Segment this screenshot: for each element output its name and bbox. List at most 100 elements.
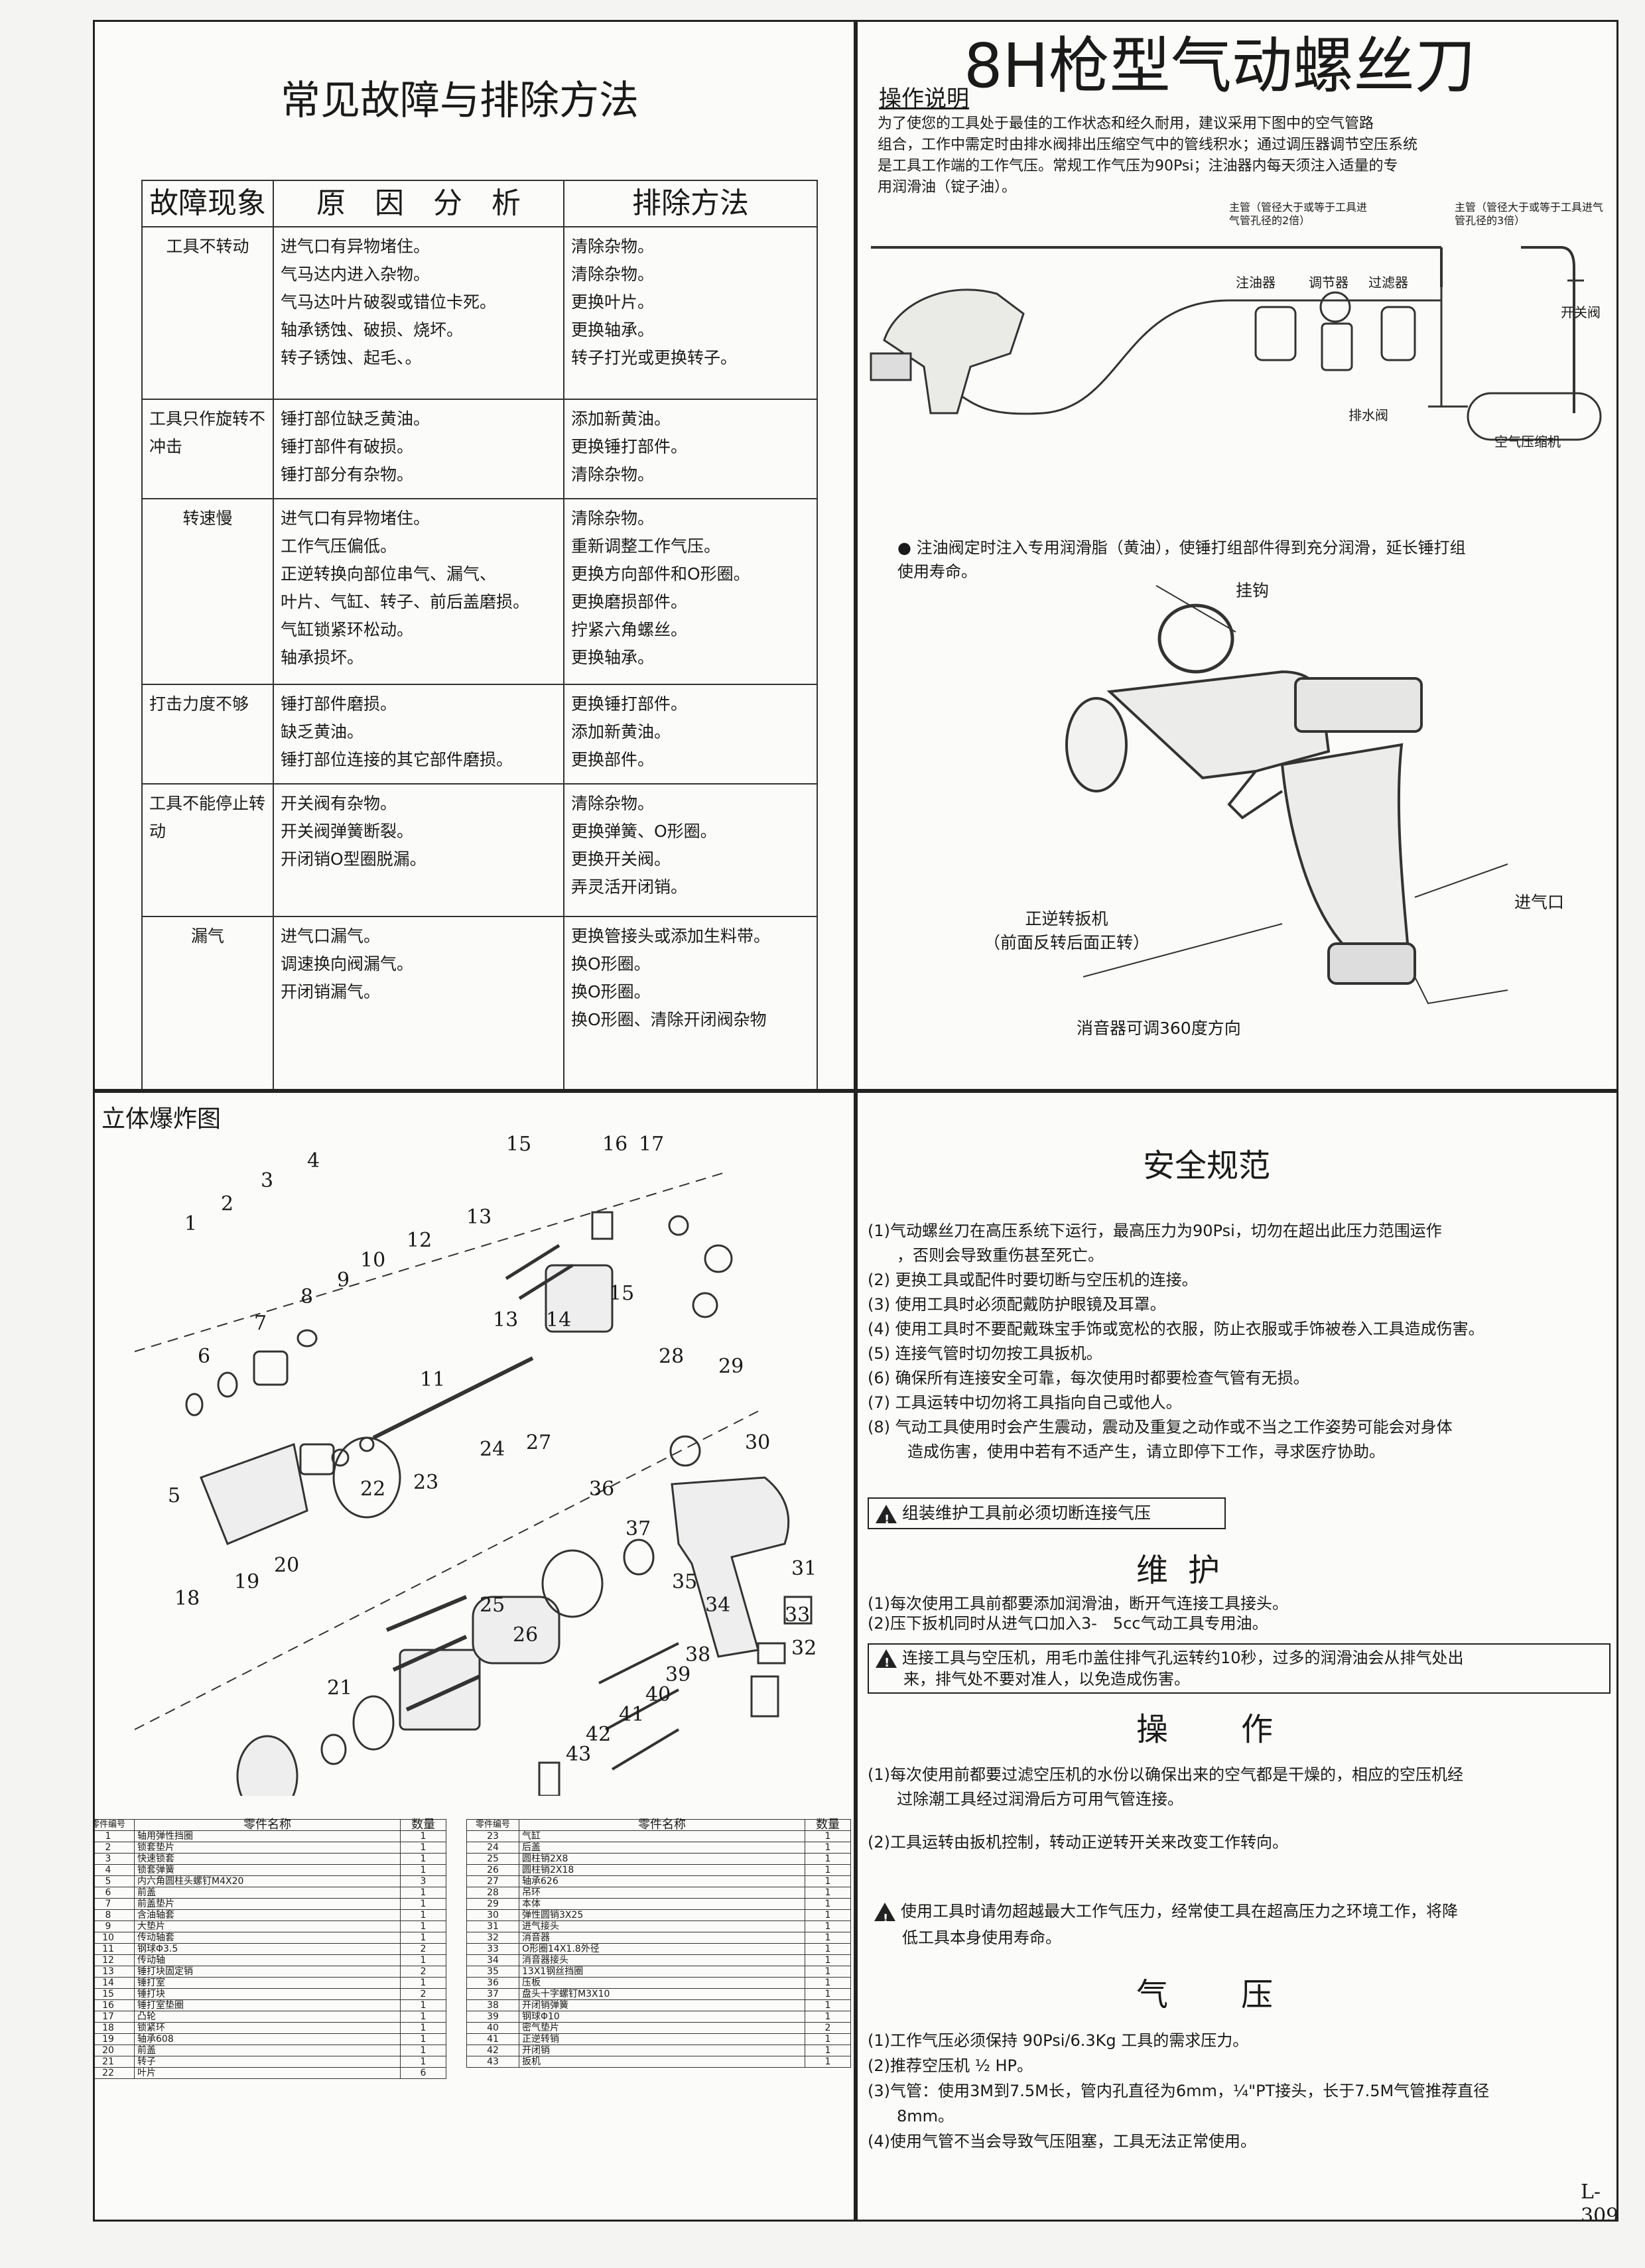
parts-header-name: 零件名称 [134, 1819, 401, 1831]
cause-line: 锤打部位缺乏黄油。 [281, 409, 430, 428]
parts-cell-qty: 1 [805, 1999, 851, 2011]
fix-line: 更换弹簧、O形圈。 [571, 822, 717, 841]
parts-cell-name: 圆柱销2X8 [519, 1853, 805, 1865]
cause-line: 气马达叶片破裂或错位卡死。 [281, 292, 497, 312]
part-number: 32 [791, 1637, 817, 1660]
pressure-item: (2)推荐空压机 ½ HP。 [868, 2056, 1033, 2075]
parts-cell-name: 前盖垫片 [134, 1898, 401, 1910]
fix-line: 换O形圈、清除开闭阀杂物 [571, 1010, 767, 1029]
label-main-pipe: 主管（管径大于或等于工具进气管孔径的2倍） [1229, 201, 1368, 227]
doc-code: L-309 [1581, 2180, 1618, 2222]
parts-cell-name: 叶片 [134, 2067, 401, 2079]
intro-line: 是工具工作端的工作气压。常规工作气压为90Psi；注油器内每天须注入适量的专 [878, 158, 1398, 174]
parts-cell-qty: 1 [400, 1864, 446, 1876]
parts-cell-qty: 1 [805, 2033, 851, 2045]
parts-cell-qty: 1 [805, 2011, 851, 2023]
parts-cell-name: 含油轴套 [134, 1909, 401, 1921]
cause-line: 叶片、气缸、转子、前后盖磨损。 [281, 592, 530, 611]
fix-line: 换O形圈。 [571, 982, 651, 1001]
label-regulator: 调节器 [1309, 275, 1349, 290]
part-number: 38 [685, 1643, 711, 1667]
safety-item: (4) 使用工具时不要配戴珠宝手饰或宽松的衣服，防止衣服或手饰被卷入工具造成伤害… [868, 1320, 1484, 1338]
part-number: 30 [745, 1431, 771, 1454]
label-drain-valve: 排水阀 [1349, 407, 1388, 423]
operate-title: 操作 [1136, 1711, 1347, 1748]
pressure-item: (3)气管：使用3M到7.5M长，管内孔直径为6mm，¼"PT接头，长于7.5M… [868, 2082, 1490, 2125]
fix-line: 更换开关阀。 [571, 850, 671, 869]
parts-cell-name: 凸轮 [134, 2011, 401, 2023]
parts-cell-qty: 1 [400, 1977, 446, 1989]
fix-line: 清除杂物。 [571, 265, 655, 284]
parts-cell-qty: 2 [805, 2022, 851, 2034]
part-number: 14 [546, 1308, 572, 1332]
part-number: 5 [168, 1484, 181, 1507]
cause-line: 气马达内进入杂物。 [281, 265, 430, 284]
explode-panel: 立体爆炸图 [93, 1091, 856, 2222]
part-number: 18 [174, 1587, 200, 1610]
parts-cell-qty: 1 [805, 1954, 851, 1966]
parts-cell-qty: 1 [805, 1966, 851, 1978]
parts-cell-name: 快速锁套 [134, 1853, 401, 1865]
fault-header-fix: 排除方法 [563, 180, 818, 227]
fix-line: 更换方向部件和O形圈。 [571, 564, 750, 584]
warning-icon [874, 1903, 895, 1932]
fault-symptom: 漏气 [141, 916, 274, 1089]
safety-item: (3) 使用工具时必须配戴防护眼镜及耳罩。 [868, 1295, 1166, 1314]
part-number: 12 [407, 1229, 432, 1252]
parts-cell-name: 密气垫片 [519, 2022, 805, 2034]
explode-title: 立体爆炸图 [101, 1105, 222, 1133]
label-trigger: 正逆转扳机 （前面反转后面正转） [984, 907, 1150, 955]
parts-header-no: 零件编号 [466, 1819, 519, 1831]
parts-cell-name: 正逆转销 [519, 2033, 805, 2045]
safety-warning: 组装维护工具前必须切断连接气压 [868, 1497, 1226, 1532]
warning-icon [876, 1649, 897, 1674]
parts-cell-name: 锤打块 [134, 1988, 401, 2000]
part-number: 26 [513, 1623, 539, 1647]
fix-line: 更换轴承。 [571, 648, 655, 667]
parts-cell-no: 32 [466, 1932, 519, 1944]
parts-cell-no: 20 [95, 2045, 135, 2056]
cause-line: 转子锈蚀、起毛、。 [281, 348, 422, 367]
fault-symptom: 工具只作旋转不冲击 [141, 399, 274, 499]
cause-line: 锤打部件有破损。 [281, 437, 414, 456]
parts-cell-qty: 1 [805, 1988, 851, 2000]
table-row: 工具不能停止转动 开关阀有杂物。 开关阀弹簧断裂。 开闭销O型圈脱漏。 清除杂物… [141, 783, 818, 917]
table-row: 工具不转动 进气口有异物堵住。 气马达内进入杂物。 气马达叶片破裂或错位卡死。 … [141, 226, 818, 400]
fix-line: 更换部件。 [571, 750, 655, 769]
part-number: 25 [480, 1594, 505, 1617]
parts-cell-qty: 1 [400, 1853, 446, 1865]
parts-cell-no: 12 [95, 1954, 135, 1966]
parts-cell-no: 3 [95, 1853, 135, 1865]
part-number: 11 [420, 1368, 446, 1391]
intro-line: 用润滑油（锭子油）。 [878, 179, 1017, 196]
pressure-title: 气压 [1136, 1976, 1347, 2013]
parts-cell-no: 23 [466, 1830, 519, 1842]
part-number: 42 [586, 1723, 612, 1746]
parts-cell-no: 25 [466, 1853, 519, 1865]
operate-list: (1)每次使用前都要过滤空压机的水份以确保出来的空气都是干燥的，相应的空压机经过… [868, 1763, 1463, 1855]
parts-cell-no: 17 [95, 2011, 135, 2023]
parts-cell-no: 24 [466, 1842, 519, 1854]
grease-note: ● 注油阀定时注入专用润滑脂（黄油），使锤打组部件得到充分润滑，延长锤打组 使用… [897, 536, 1466, 584]
parts-cell-name: 锁套弹簧 [134, 1864, 401, 1876]
operate-warning: 使用工具时请勿超越最大工作气压力，经常使工具在超高压力之环境工作，将降低工具本身… [868, 1895, 1611, 1954]
operation-intro: 为了使您的工具处于最佳的工作状态和经久耐用，建议采用下图中的空气管路 组合，工作… [878, 113, 1417, 198]
parts-cell-qty: 1 [805, 1887, 851, 1899]
cause-line: 缺乏黄油。 [281, 722, 364, 741]
parts-cell-name: 轴承608 [134, 2033, 401, 2045]
fault-table: 故障现象 原 因 分 析 排除方法 工具不转动 进气口有异物堵住。 气马达内进入… [141, 180, 818, 1089]
parts-cell-no: 7 [95, 1898, 135, 1910]
part-number: 34 [705, 1594, 731, 1617]
part-number: 4 [307, 1149, 320, 1172]
parts-cell-name: 消音器接头 [519, 1954, 805, 1966]
fault-title: 常见故障与排除方法 [281, 78, 639, 124]
